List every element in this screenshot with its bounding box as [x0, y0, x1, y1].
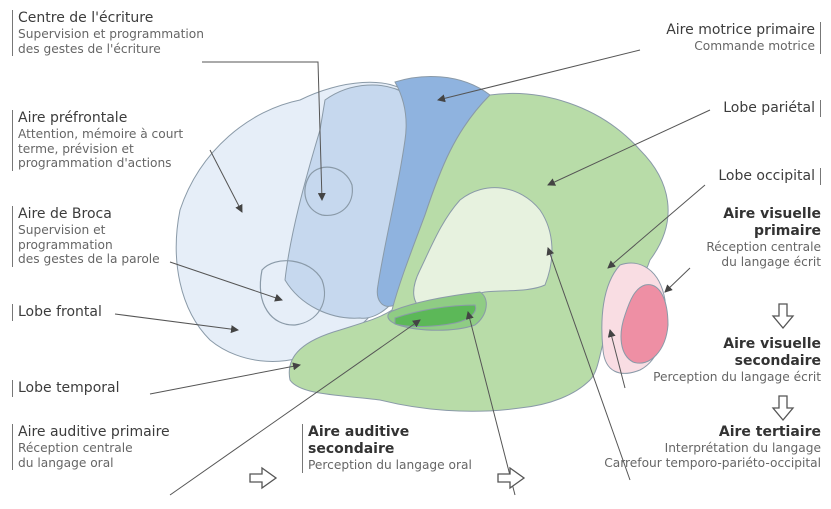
flow-arrow-down-icon: [771, 303, 795, 330]
leader-line: [114, 313, 239, 334]
label-title: Lobe temporal: [18, 380, 120, 396]
label-title: Aire de Broca: [18, 206, 112, 222]
label-title: Aire préfrontale: [18, 110, 128, 126]
label-aire-auditive-primaire: Aire auditive primaire Réception central…: [12, 424, 170, 470]
label-title: Centre de l'écriture: [18, 10, 154, 26]
label-subtitle: Réception centrale du langage oral: [18, 441, 133, 470]
leader-line: [209, 149, 243, 213]
label-lobe-parietal: Lobe pariétal: [723, 100, 821, 117]
flow-arrow-right-icon: [497, 466, 526, 490]
leader-line: [607, 329, 626, 389]
visual-primary-region: [620, 284, 669, 364]
tertiary-area-region: [413, 187, 553, 311]
label-aire-visuelle-primaire: Aire visuelle primaire Réception central…: [706, 206, 821, 269]
broca-area-region: [259, 260, 326, 326]
label-aire-auditive-secondaire: Aire auditive secondaire Perception du l…: [302, 424, 472, 473]
label-title: Aire visuelle primaire: [723, 206, 821, 239]
leader-line: [547, 109, 711, 186]
label-subtitle: Commande motrice: [694, 39, 815, 53]
leader-line: [437, 49, 641, 103]
label-title: Aire motrice primaire: [666, 22, 815, 38]
writing-center-region: [304, 166, 353, 216]
label-title: Lobe occipital: [718, 168, 815, 184]
label-aire-prefrontale: Aire préfrontale Attention, mémoire à co…: [12, 110, 183, 171]
label-aire-broca: Aire de Broca Supervision et programmati…: [12, 206, 160, 267]
label-subtitle: Supervision et programmation des gestes …: [18, 223, 160, 266]
leader-line: [169, 261, 283, 302]
label-subtitle: Réception centrale du langage écrit: [706, 240, 821, 269]
label-subtitle: Supervision et programmation des gestes …: [18, 27, 204, 56]
label-lobe-frontal: Lobe frontal: [12, 304, 102, 321]
label-lobe-temporal: Lobe temporal: [12, 380, 120, 397]
flow-arrow-right-icon: [249, 466, 278, 490]
leader-line: [202, 61, 326, 201]
label-aire-motrice-primaire: Aire motrice primaire Commande motrice: [666, 22, 821, 54]
label-subtitle: Interprétation du langage Carrefour temp…: [604, 441, 821, 470]
leader-line: [546, 247, 631, 481]
label-title: Lobe pariétal: [723, 100, 815, 116]
label-aire-tertiaire: Aire tertiaire Interprétation du langage…: [604, 424, 821, 470]
label-title: Aire auditive primaire: [18, 424, 170, 440]
label-aire-visuelle-secondaire: Aire visuelle secondaire Perception du l…: [653, 336, 821, 385]
label-subtitle: Perception du langage oral: [308, 458, 472, 472]
label-subtitle: Perception du langage écrit: [653, 370, 821, 384]
label-title: Aire auditive secondaire: [308, 424, 410, 457]
flow-arrow-down-icon: [771, 395, 795, 422]
label-title: Aire visuelle secondaire: [723, 336, 821, 369]
leader-line: [169, 319, 421, 496]
leader-line: [607, 184, 706, 269]
leader-line: [465, 311, 516, 496]
leader-line: [664, 267, 691, 293]
label-title: Aire tertiaire: [718, 424, 821, 440]
label-centre-ecriture: Centre de l'écriture Supervision et prog…: [12, 10, 204, 56]
label-lobe-occipital: Lobe occipital: [718, 168, 821, 185]
label-title: Lobe frontal: [18, 304, 102, 320]
leader-line: [149, 362, 301, 395]
label-subtitle: Attention, mémoire à court terme, prévis…: [18, 127, 184, 170]
